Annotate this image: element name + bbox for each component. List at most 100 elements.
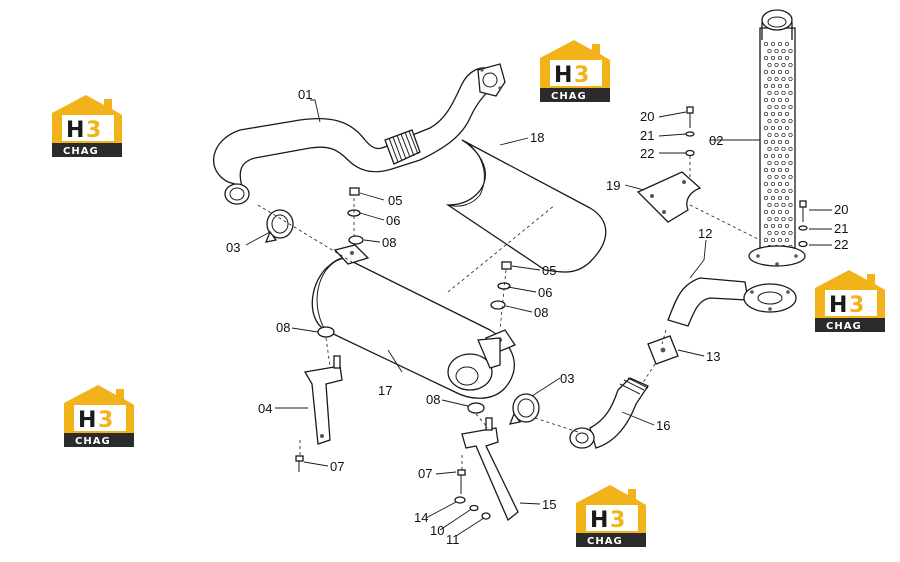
svg-text:3: 3 (849, 293, 864, 318)
bolt-20-upper (685, 106, 695, 157)
flex-elbow-16 (569, 377, 649, 449)
perforation-hole (781, 174, 786, 180)
perforation-hole (777, 55, 783, 61)
perforation-hole (763, 69, 769, 75)
perforation-hole (781, 118, 786, 124)
perforation-hole (770, 167, 776, 173)
perforation-hole (777, 83, 783, 89)
callout-13: 13 (706, 349, 720, 364)
perforation-hole (784, 111, 790, 117)
callout-22-lower: 22 (834, 237, 848, 252)
perforation-hole (767, 90, 772, 96)
callout-18: 18 (530, 130, 544, 145)
callout-08-upper: 08 (382, 235, 396, 250)
svg-text:3: 3 (574, 63, 589, 88)
callout-01: 01 (298, 87, 312, 102)
perforation-hole (774, 202, 779, 208)
perforation-hole (788, 202, 793, 208)
callout-labels: 01 02 03 03 04 05 05 06 06 07 07 08 08 0… (226, 87, 848, 547)
perforation-hole (777, 223, 783, 229)
perforation-hole (781, 202, 786, 208)
nut-05-upper (349, 187, 360, 196)
flex-bellows (384, 129, 421, 165)
perforation-hole (774, 118, 779, 124)
mount-plate-19 (636, 171, 702, 223)
perforation-hole (784, 209, 790, 215)
perforation-hole (774, 146, 779, 152)
perforation-hole (781, 62, 786, 68)
callout-04: 04 (258, 401, 272, 416)
svg-text:CHAG: CHAG (63, 146, 99, 157)
exhaust-stack-02 (748, 9, 806, 267)
perforation-hole (770, 209, 776, 215)
perforation-hole (788, 118, 793, 124)
perforation-hole (788, 146, 793, 152)
perforation-hole (767, 104, 772, 110)
washer-14 (454, 496, 466, 504)
perforation-hole (767, 118, 772, 124)
bolt-20-lower (798, 200, 808, 248)
callout-05-upper: 05 (388, 193, 402, 208)
callout-03-left: 03 (226, 240, 240, 255)
svg-text:H: H (590, 508, 608, 533)
perforation-hole (788, 62, 793, 68)
perforation-hole (770, 125, 776, 131)
perforation-hole (788, 230, 793, 236)
perforation-hole (767, 230, 772, 236)
callout-03-right: 03 (560, 371, 574, 386)
perforation-hole (767, 146, 772, 152)
callout-08-lower: 08 (426, 392, 440, 407)
perforation-hole (770, 195, 776, 201)
perforation-hole (777, 209, 783, 215)
perforation-hole (767, 160, 772, 166)
perforation-hole (774, 62, 779, 68)
watermark-logo: H 3 CHAG (64, 385, 134, 447)
callout-06-upper: 06 (386, 213, 400, 228)
watermark-logo: H 3 CHAG (576, 485, 646, 547)
perforation-hole (781, 188, 786, 194)
perforation-hole (784, 181, 790, 187)
perforation-hole (784, 237, 790, 243)
svg-text:CHAG: CHAG (551, 91, 587, 102)
perforation-hole (777, 69, 783, 75)
watermark-logo: H 3 CHAG (540, 40, 610, 102)
perforation-hole (767, 216, 772, 222)
perforation-hole (770, 111, 776, 117)
perforation-hole (774, 104, 779, 110)
callout-21-lower: 21 (834, 221, 848, 236)
svg-text:3: 3 (610, 508, 625, 533)
callout-02: 02 (709, 133, 723, 148)
perforation-hole (770, 83, 776, 89)
perforation-hole (774, 160, 779, 166)
perforation-hole (788, 174, 793, 180)
perforation-hole (781, 76, 786, 82)
perforation-hole (770, 237, 776, 243)
svg-text:H: H (78, 408, 96, 433)
muffler-17 (311, 244, 516, 399)
perforation-hole (784, 55, 790, 61)
callout-20-lower: 20 (834, 202, 848, 217)
perforation-hole (763, 153, 769, 159)
perforation-hole (781, 146, 786, 152)
perforation-hole (767, 62, 772, 68)
perforation-hole (763, 167, 769, 173)
heat-shield-18 (445, 139, 607, 273)
perforation-hole (763, 237, 769, 243)
perforations (763, 41, 793, 250)
perforation-hole (777, 139, 783, 145)
perforation-hole (777, 111, 783, 117)
perforation-hole (788, 132, 793, 138)
watermark-logo: H 3 CHAG (815, 270, 885, 332)
assembly-lines (257, 156, 761, 470)
perforation-hole (770, 139, 776, 145)
washer-08-left (317, 326, 335, 338)
callout-07-left: 07 (330, 459, 344, 474)
nut-05-right (501, 261, 512, 270)
perforation-hole (777, 181, 783, 187)
perforation-hole (784, 125, 790, 131)
washer-08-lower (467, 402, 485, 414)
washer-08-upper (348, 235, 364, 245)
perforation-hole (770, 97, 776, 103)
